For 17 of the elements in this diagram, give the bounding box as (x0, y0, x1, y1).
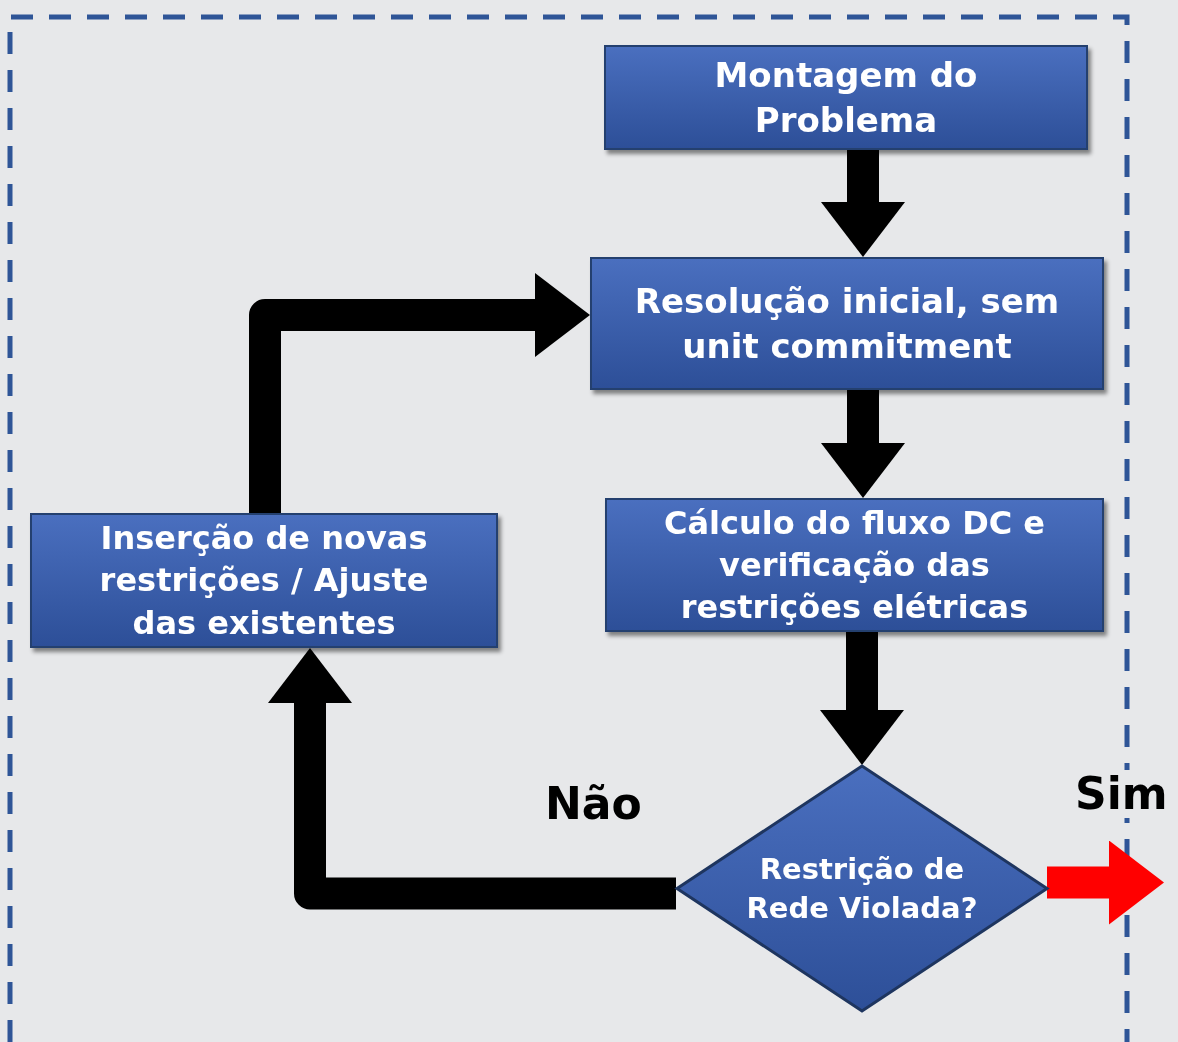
block-arrow (821, 390, 905, 498)
process-box (605, 498, 1104, 632)
box-label: Resolução inicial, sem unit commitment (633, 279, 1061, 368)
process-box (604, 45, 1088, 150)
block-arrow (1047, 840, 1164, 925)
block-arrow (249, 273, 590, 513)
block-arrow (821, 150, 905, 257)
process-box (30, 513, 498, 648)
decision-diamond (676, 765, 1048, 1012)
edge-label: Sim (1075, 770, 1168, 819)
box-label: Cálculo do fluxo DC e verificação das restrições elétricas (662, 502, 1047, 629)
box-label: Restrição de Rede Violada? (745, 851, 979, 927)
block-arrow (268, 648, 676, 910)
box-label: Inserção de novas restrições / Ajuste das existentes (98, 518, 430, 644)
box-label: Montagem do Problema (713, 53, 979, 142)
block-arrow (820, 632, 904, 765)
process-box (590, 257, 1104, 390)
